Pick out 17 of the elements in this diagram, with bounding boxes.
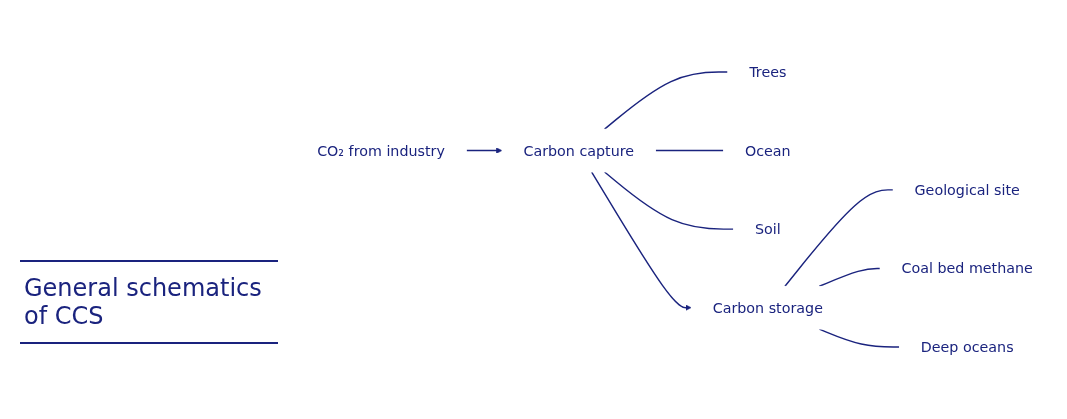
node-text: Trees <box>749 63 787 81</box>
connector <box>603 171 735 230</box>
node-text: Deep oceans <box>920 338 1014 356</box>
node-text: CO₂ from industry <box>317 142 445 160</box>
diagram-title: General schematics of CCS <box>20 260 278 344</box>
connector <box>784 189 894 287</box>
node-text: Soil <box>754 220 781 238</box>
node-text: Ocean <box>744 142 791 160</box>
arrow <box>590 171 692 311</box>
connector <box>654 149 725 152</box>
node-text: Coal bed methane <box>901 259 1033 277</box>
connector <box>603 71 729 130</box>
connector <box>818 267 881 287</box>
node-text: Geological site <box>914 181 1020 199</box>
node-text: Carbon capture <box>523 142 635 160</box>
node-text: Carbon storage <box>712 299 823 317</box>
arrow <box>465 147 503 154</box>
